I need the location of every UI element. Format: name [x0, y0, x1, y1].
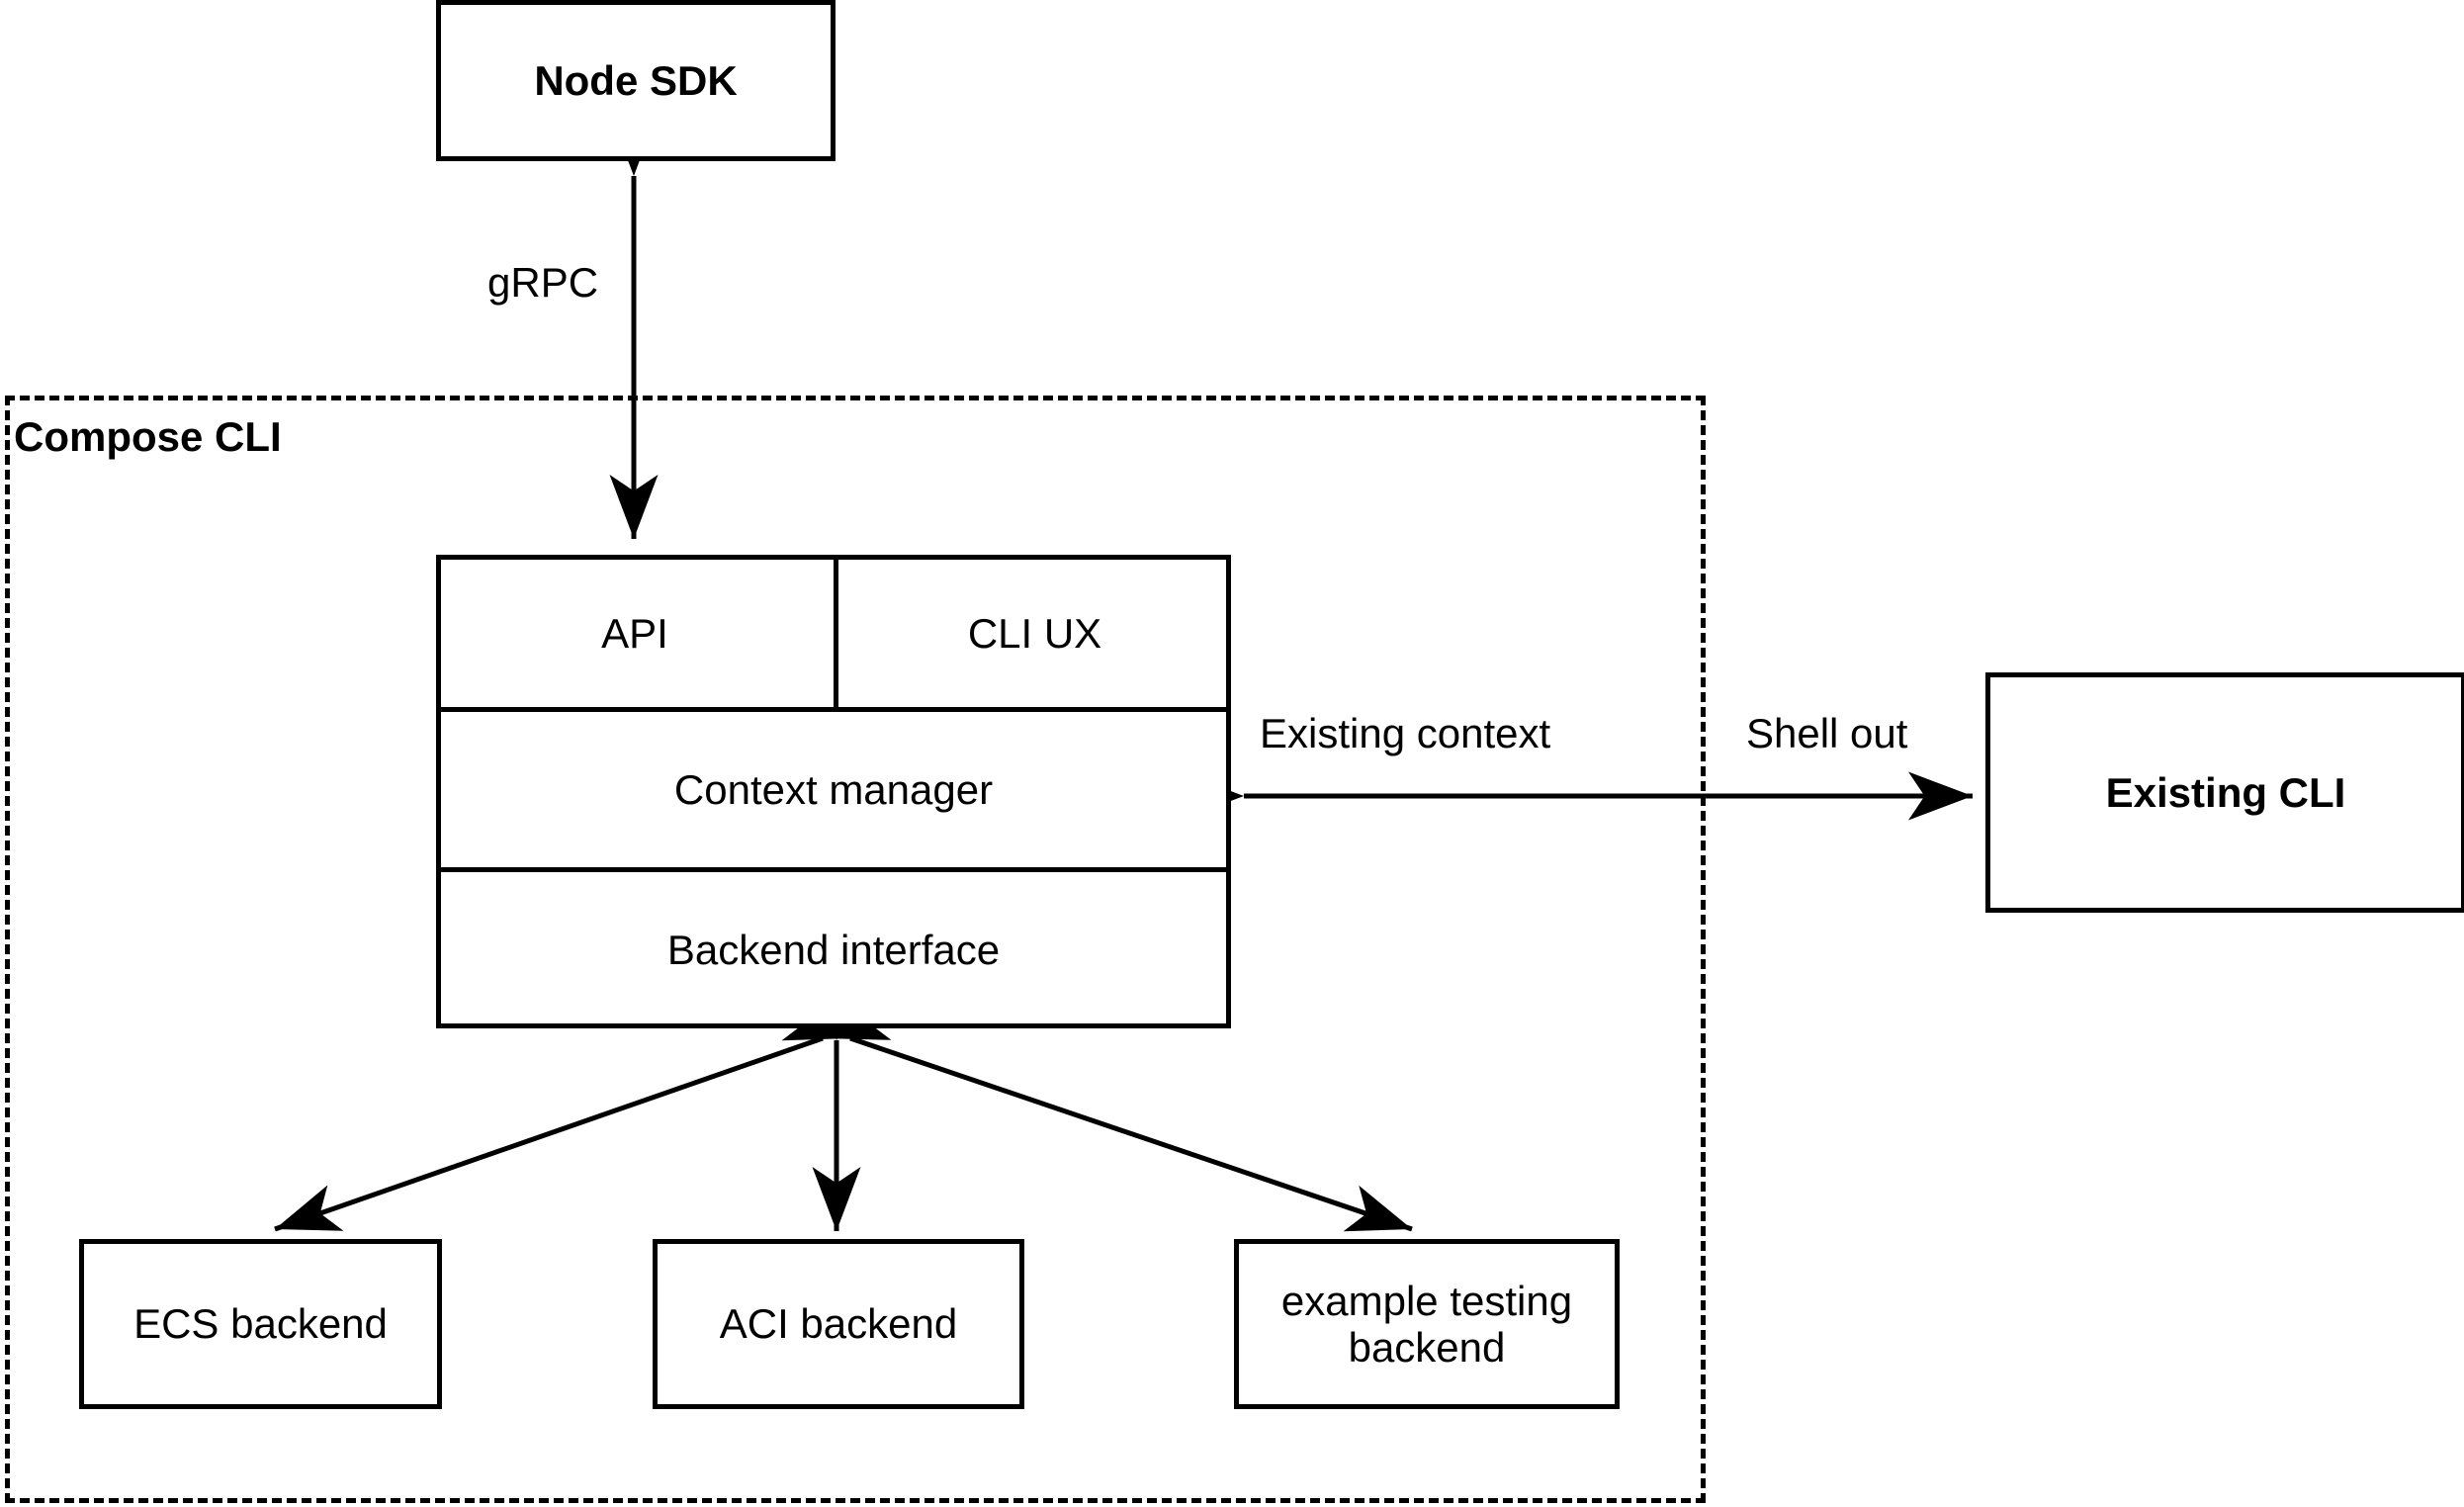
existing-cli-box[interactable]: Existing CLI [1985, 672, 2464, 913]
example-testing-backend-label-line2: backend [1348, 1324, 1506, 1371]
aci-backend-box[interactable]: ACI backend [653, 1239, 1024, 1409]
compose-cli-group-label: Compose CLI [14, 413, 282, 460]
cli-ux-cell[interactable]: CLI UX [967, 609, 1102, 657]
example-testing-backend-label-line1: example testing [1280, 1277, 1573, 1324]
api-cell[interactable]: API [601, 609, 668, 657]
backend-interface-cell[interactable]: Backend interface [666, 927, 1001, 973]
edge-label-grpc: gRPC [484, 259, 603, 307]
compose-cli-group-boundary [5, 396, 1706, 1503]
node-sdk-box[interactable]: Node SDK [436, 0, 836, 161]
edge-label-existing-context: Existing context [1256, 710, 1555, 757]
edge-label-shell-out: Shell out [1742, 710, 1912, 757]
compose-cli-core-box [436, 555, 1231, 1028]
example-testing-backend-box[interactable]: example testing backend [1234, 1239, 1620, 1409]
row1-bottom-divider [436, 707, 1231, 712]
api-cliux-divider [834, 555, 838, 712]
ecs-backend-box[interactable]: ECS backend [79, 1239, 442, 1409]
context-manager-cell[interactable]: Context manager [673, 766, 994, 813]
row2-bottom-divider [436, 867, 1231, 872]
